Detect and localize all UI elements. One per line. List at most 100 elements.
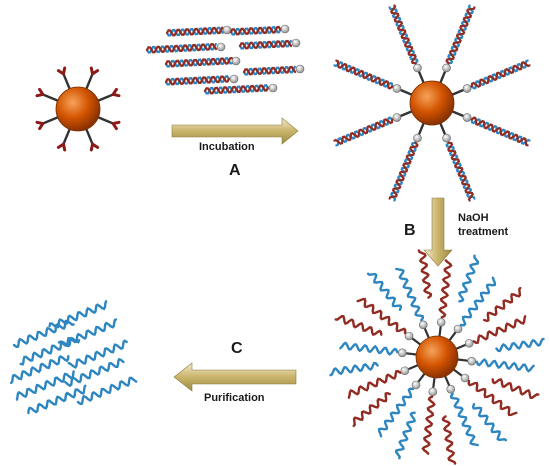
ssdna-strand [27, 384, 87, 415]
single-strand [438, 259, 453, 319]
ssdna-strand [12, 319, 75, 349]
bead [413, 63, 422, 73]
dna-strand-red [390, 4, 417, 65]
dna-strand-blue [229, 26, 282, 36]
bead [229, 74, 239, 84]
purified-single-strands [10, 300, 138, 415]
bead [428, 387, 438, 397]
dna-strand-blue [333, 61, 394, 88]
gold-nanoparticle [409, 80, 455, 126]
dna-strand-red [165, 26, 224, 37]
dna-strand-blue [164, 57, 234, 68]
linker-tip [89, 66, 100, 76]
dna-duplex [145, 42, 218, 54]
linker-stem [455, 343, 466, 350]
linker-stem [42, 93, 59, 102]
linker-stem [62, 73, 71, 90]
single-strand [459, 276, 497, 327]
dna-strand-red [388, 141, 419, 200]
linker-stem [453, 368, 463, 377]
linker-stem [439, 71, 447, 84]
dna-duplex [164, 57, 234, 68]
linker-stem [448, 331, 457, 341]
ssdna-strand [48, 300, 108, 329]
arrow-a-incubation [171, 117, 299, 145]
linker [85, 128, 100, 152]
dna-duplex-arm [388, 141, 419, 202]
linker-stem [400, 88, 413, 96]
bead [397, 348, 407, 358]
bead [462, 113, 472, 122]
bead [400, 366, 410, 376]
step-letter-b: B [404, 222, 416, 239]
dna-strand-blue [145, 42, 217, 54]
single-strand [475, 358, 535, 373]
bead [411, 380, 421, 390]
linker-tip [89, 142, 100, 152]
released-strand [352, 391, 391, 428]
linker-stem [42, 116, 59, 125]
released-strand [417, 249, 433, 299]
bead [418, 320, 428, 330]
released-strand [366, 272, 403, 311]
bead [464, 338, 474, 348]
linker-stem [97, 93, 114, 102]
linker [35, 116, 59, 131]
dna-strand-blue [470, 118, 531, 145]
gold-nanoparticle [55, 86, 101, 132]
nanoparticle-with-duplexes [333, 4, 531, 202]
linker-stem [85, 128, 94, 145]
linker-stem [62, 128, 71, 145]
linker [97, 87, 121, 102]
bead [231, 56, 241, 66]
linker-tip [56, 66, 67, 76]
ssdna-strand [19, 336, 81, 366]
linker [56, 128, 71, 152]
released-strand [491, 377, 540, 400]
nanoparticle-with-single-strands [329, 249, 545, 465]
dna-strand-blue [390, 141, 417, 202]
nanoparticle-with-linkers [35, 66, 121, 152]
dna-duplex-arm [388, 4, 419, 65]
ssdna-strand [64, 357, 125, 388]
dna-strand-red [333, 118, 394, 145]
linker-stem [408, 364, 419, 371]
linker-stem [417, 71, 425, 84]
bead [404, 331, 414, 341]
linker-stem [400, 110, 413, 118]
label-treatment: treatment [458, 226, 509, 238]
released-strand [441, 415, 457, 465]
dna-strand-red [470, 116, 529, 147]
linker-tip [35, 120, 45, 131]
dna-strand-blue [445, 141, 476, 200]
dna-strand-red [238, 39, 293, 50]
released-strand [334, 314, 383, 337]
linker-tip [35, 87, 45, 98]
linker [85, 66, 100, 90]
bead [446, 384, 456, 394]
label-incubation: Incubation [199, 141, 255, 153]
released-strand [471, 403, 508, 442]
bead [442, 133, 451, 143]
ssdna-strand [67, 339, 128, 369]
single-strand [347, 369, 402, 399]
linker-stem [457, 358, 468, 362]
single-strand [356, 297, 407, 335]
label-purification: Purification [204, 392, 265, 404]
ssdna-strand [15, 370, 75, 401]
linker-stem [417, 122, 425, 135]
dna-duplex [229, 25, 282, 36]
linker-tip [111, 120, 121, 131]
bead [436, 317, 446, 327]
linker [97, 116, 121, 131]
released-strand [483, 286, 522, 323]
bead [413, 133, 422, 143]
single-strand [449, 392, 479, 447]
single-strand [421, 395, 436, 455]
free-dna-duplexes [145, 24, 305, 95]
single-strand [377, 387, 415, 438]
dna-strand-red [470, 61, 531, 88]
single-strand [472, 315, 527, 345]
linker [35, 87, 59, 102]
